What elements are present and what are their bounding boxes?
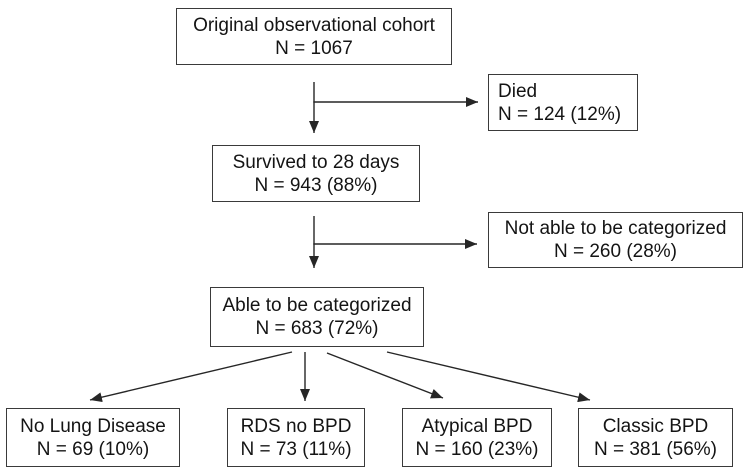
box-died-count: N = 124 (12%) — [498, 103, 622, 125]
box-able-to-be-categorized: Able to be categorized N = 683 (72%) — [210, 287, 424, 347]
box-atypical-bpd: Atypical BPD N = 160 (23%) — [402, 408, 552, 467]
box-not-categorized-label: Not able to be categorized — [504, 218, 727, 239]
box-atypical-bpd-count: N = 160 (23%) — [415, 438, 539, 460]
box-original-cohort-count: N = 1067 — [275, 37, 353, 59]
box-survived-label: Survived to 28 days — [232, 151, 400, 173]
arrow-categorized-to-no-lung-disease — [89, 351, 293, 403]
box-survived-28-days: Survived to 28 days N = 943 (88%) — [212, 145, 420, 202]
box-not-categorized-count: N = 260 (28%) — [553, 241, 678, 262]
box-no-lung-disease-label: No Lung Disease — [20, 415, 166, 437]
box-categorized-count: N = 683 (72%) — [255, 318, 379, 339]
box-no-lung-disease: No Lung Disease N = 69 (10%) — [6, 408, 180, 467]
arrow-categorized-to-classic-bpd — [386, 351, 591, 403]
box-classic-bpd: Classic BPD N = 381 (56%) — [578, 408, 733, 467]
box-rds-no-bpd-label: RDS no BPD — [240, 415, 352, 437]
box-died: Died N = 124 (12%) — [488, 74, 638, 131]
box-survived-count: N = 943 (88%) — [254, 174, 378, 196]
box-rds-no-bpd: RDS no BPD N = 73 (11%) — [227, 408, 365, 467]
arrow-categorized-to-atypical-bpd — [326, 352, 444, 399]
box-classic-bpd-count: N = 381 (56%) — [593, 438, 718, 460]
box-categorized-label: Able to be categorized — [222, 295, 412, 316]
box-atypical-bpd-label: Atypical BPD — [421, 415, 533, 437]
box-rds-no-bpd-count: N = 73 (11%) — [240, 438, 352, 460]
box-original-cohort-label: Original observational cohort — [193, 14, 435, 36]
box-died-label: Died — [498, 80, 538, 102]
box-classic-bpd-label: Classic BPD — [602, 415, 709, 437]
box-original-cohort: Original observational cohort N = 1067 — [176, 8, 452, 65]
box-not-able-to-be-categorized: Not able to be categorized N = 260 (28%) — [488, 212, 743, 268]
box-no-lung-disease-count: N = 69 (10%) — [36, 438, 150, 460]
